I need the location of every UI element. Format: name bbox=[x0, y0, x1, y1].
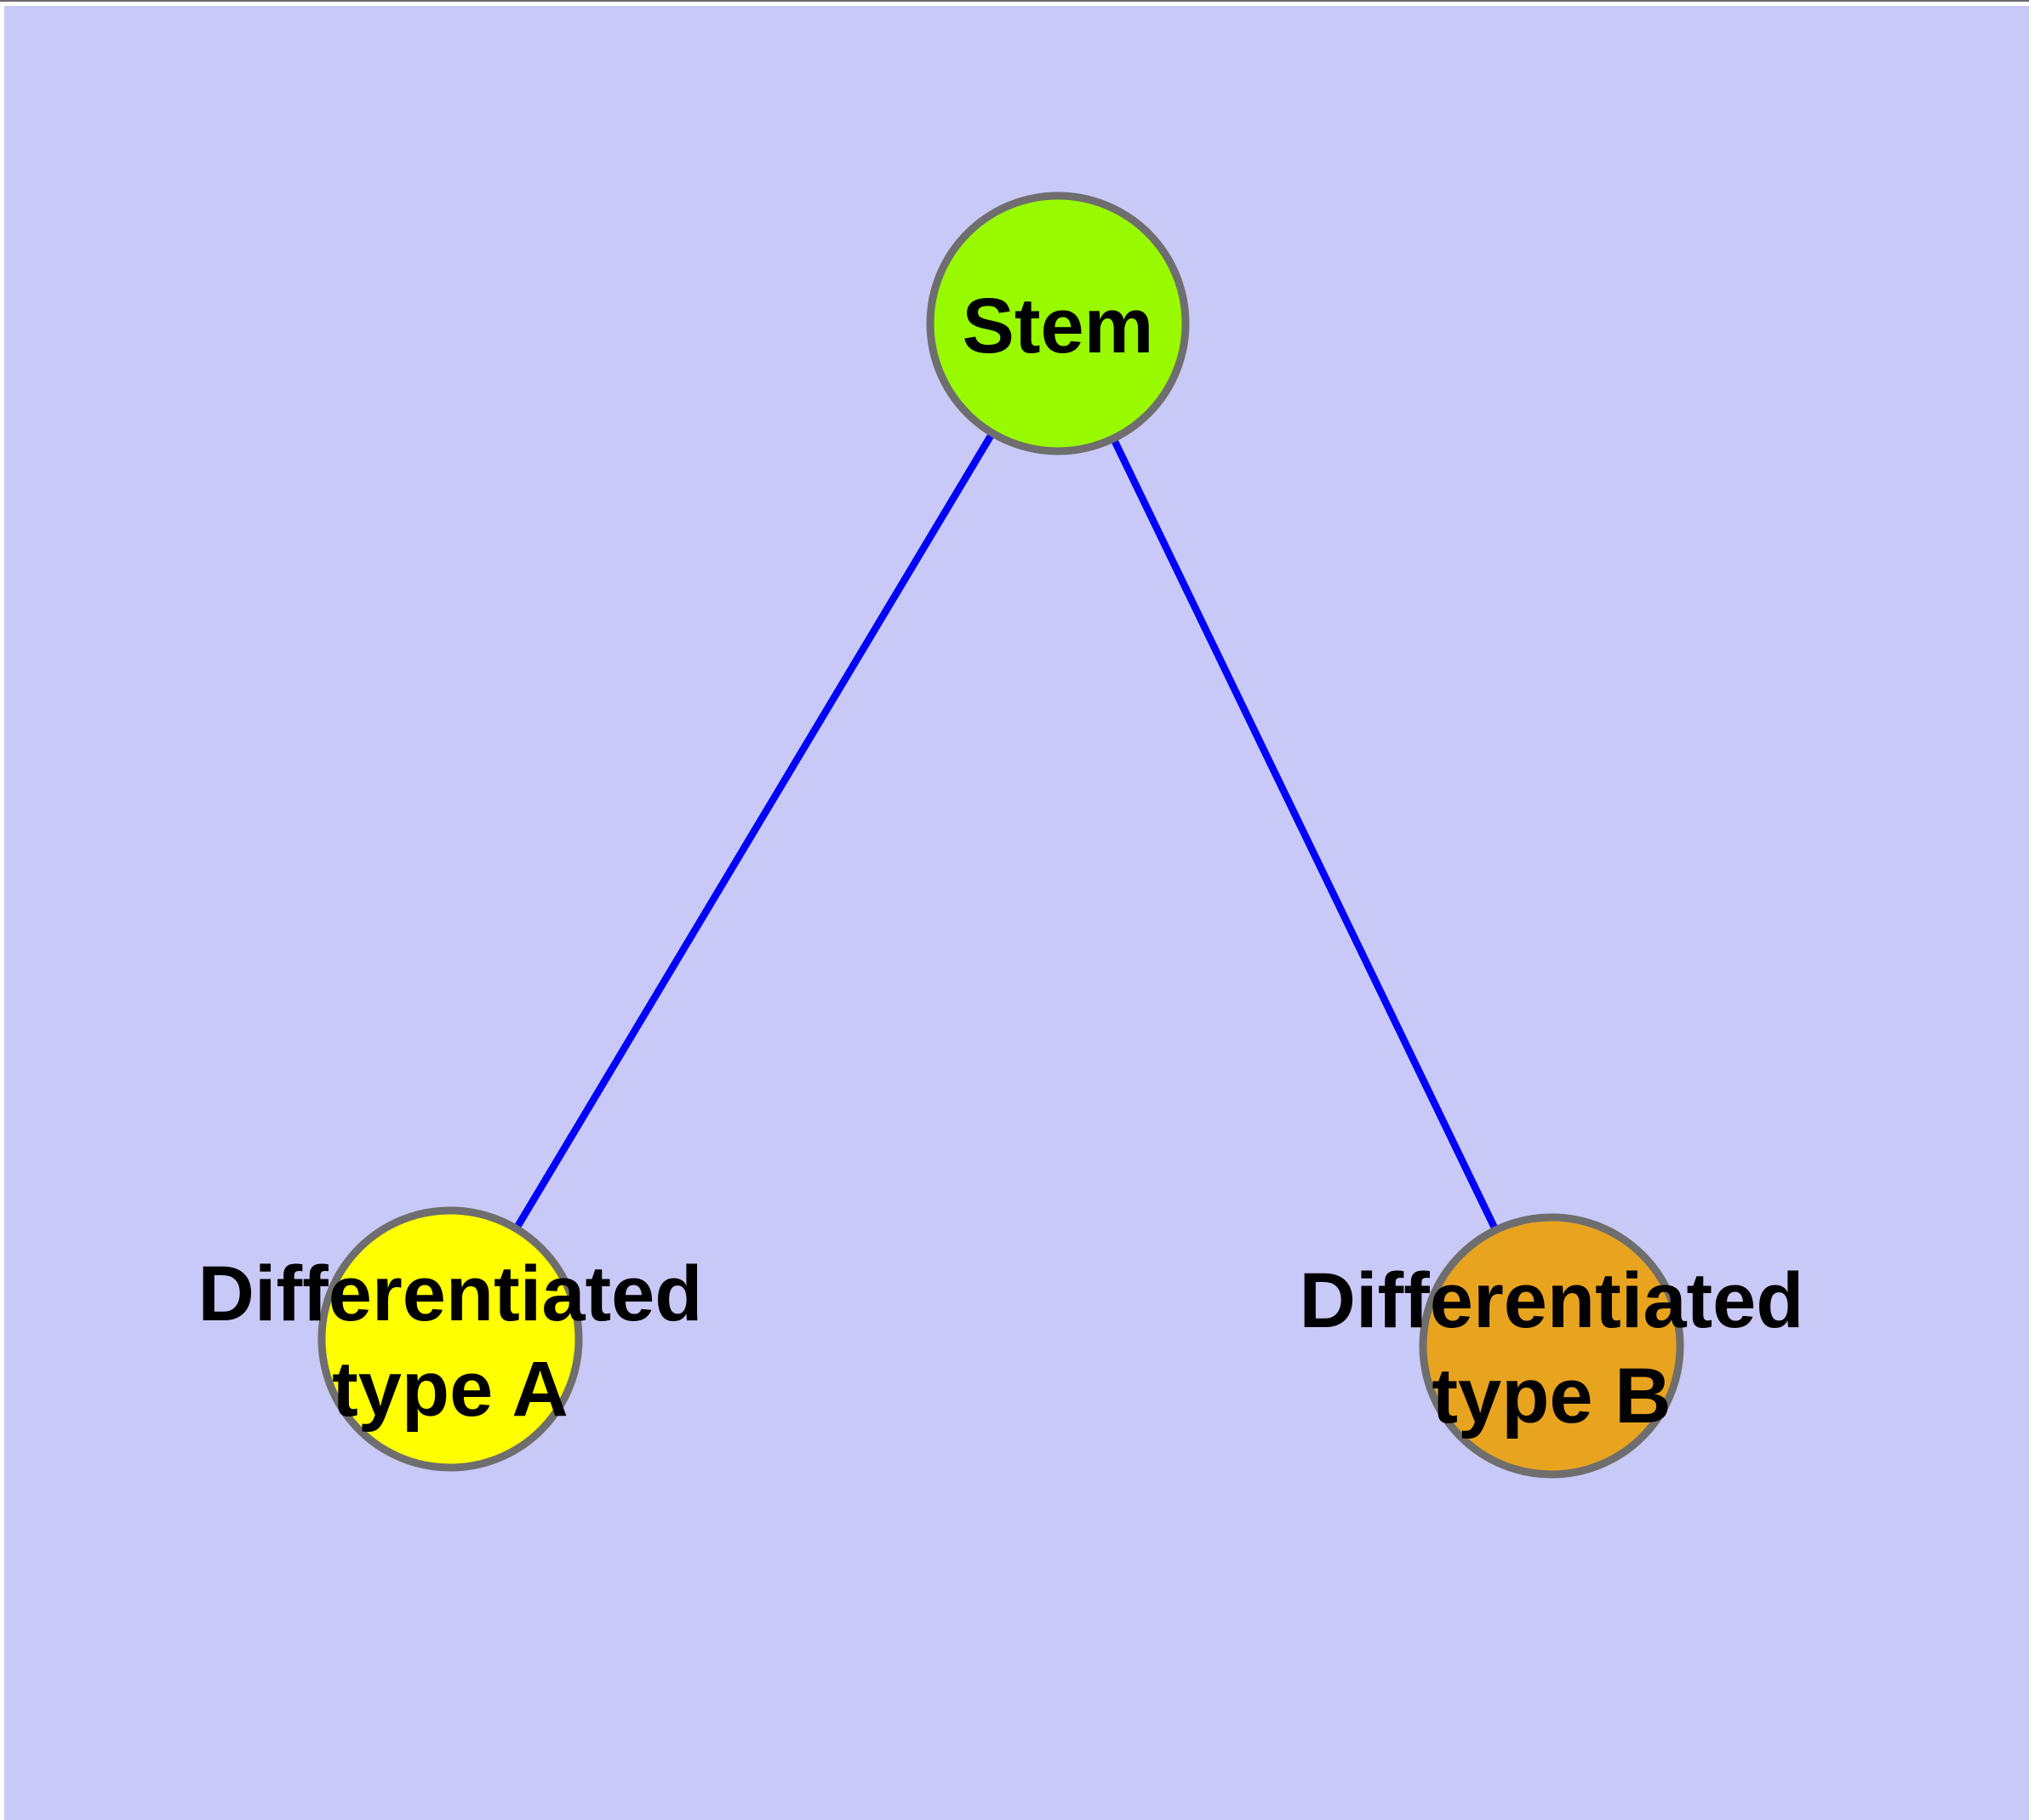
node-label-line: type A bbox=[332, 1346, 569, 1433]
node-type-a bbox=[317, 1206, 583, 1472]
node-label-type-a: Differentiated type A bbox=[198, 1251, 703, 1433]
node-label-line: Differentiated bbox=[1300, 1257, 1804, 1344]
nodes-layer bbox=[317, 192, 1684, 1479]
node-label-stem: Stem bbox=[963, 283, 1154, 369]
node-label-line: type B bbox=[1432, 1353, 1671, 1439]
node-label-line: Differentiated bbox=[198, 1251, 703, 1337]
node-stem bbox=[926, 192, 1190, 455]
node-label-type-b: Differentiated type B bbox=[1300, 1257, 1804, 1439]
node-type-b bbox=[1419, 1213, 1684, 1479]
edge-stem-type-b bbox=[1055, 322, 1555, 1348]
edges-layer bbox=[447, 321, 1555, 1348]
node-label-line: Stem bbox=[963, 283, 1154, 369]
edge-stem-type-a bbox=[447, 321, 1061, 1342]
